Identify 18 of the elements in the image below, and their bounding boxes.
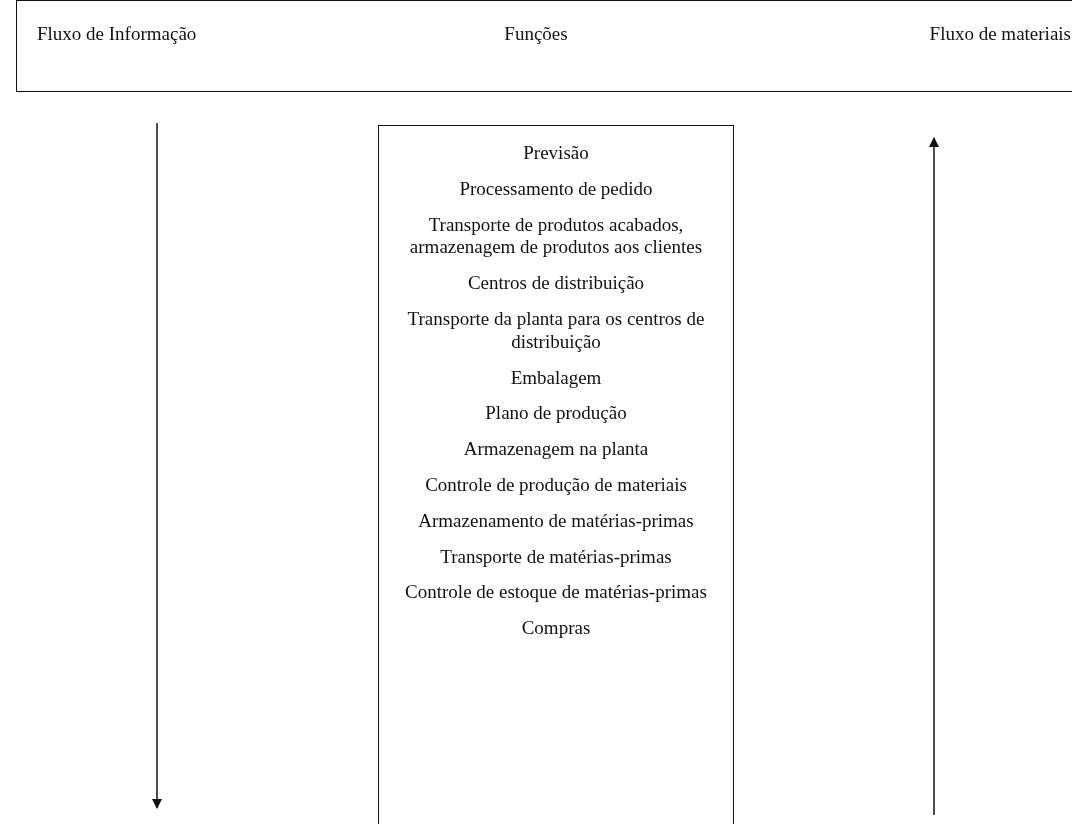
- function-item: Armazenamento de matérias-primas: [418, 509, 694, 533]
- function-item: Previsão: [523, 142, 589, 165]
- function-item: Armazenagem na planta: [463, 438, 649, 461]
- function-item: Embalagem: [510, 366, 602, 390]
- column-heading: Fluxo de Informação: [37, 23, 197, 45]
- column-heading: Fluxo de materiais: [929, 23, 1071, 45]
- column-heading: Funções: [504, 23, 568, 45]
- function-item: Transporte de matérias-primas: [440, 545, 672, 569]
- function-item: Centros de distribuição: [467, 272, 645, 295]
- function-item: Compras: [521, 617, 591, 640]
- function-item: Plano de produção: [485, 402, 627, 426]
- function-item: Transporte da planta para os centros de distribuição: [406, 308, 706, 354]
- functions-box: [378, 125, 734, 824]
- header-box: [16, 0, 1072, 92]
- function-item: Processamento de pedido: [459, 177, 653, 201]
- function-item: Transporte de produtos acabados, armazenagem de produtos aos clientes: [408, 213, 704, 260]
- function-item: Controle de produção de materiais: [425, 473, 687, 497]
- function-item: Controle de estoque de matérias-primas: [405, 581, 707, 605]
